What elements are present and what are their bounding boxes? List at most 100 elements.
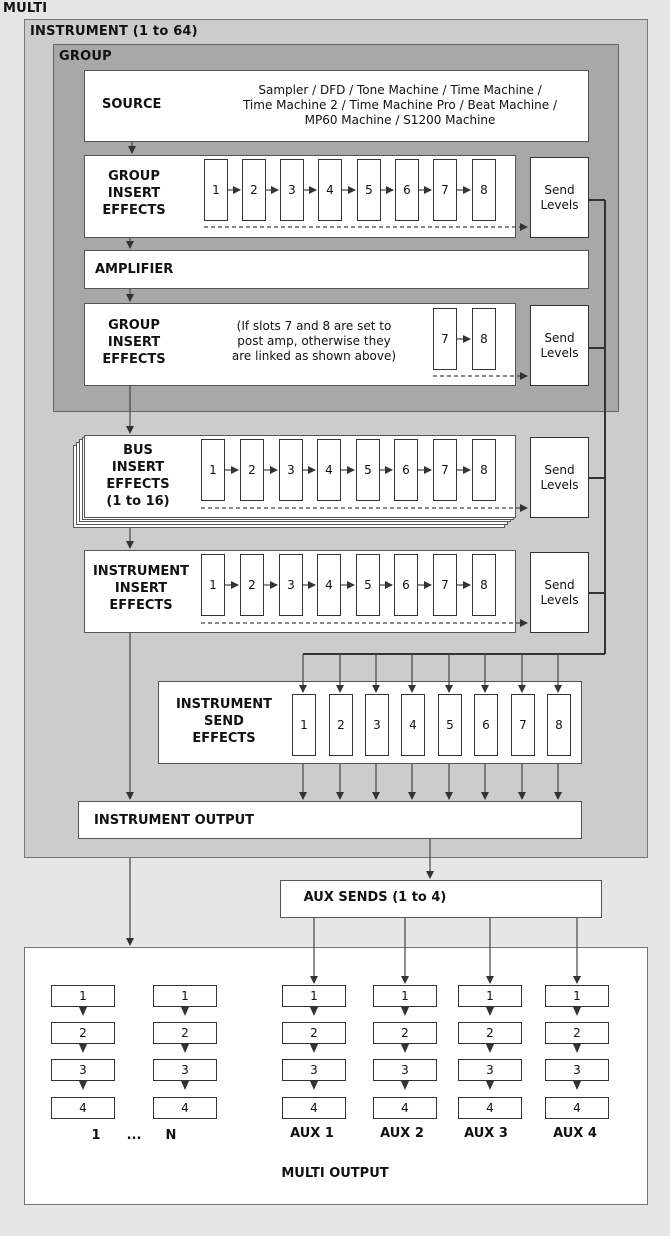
send-effect-slot: 4 (401, 694, 425, 756)
effect-slot: 4 (317, 439, 341, 501)
effect-slot: 1 (201, 554, 225, 616)
effect-slot: 2 (240, 439, 264, 501)
output-step: 3 (458, 1059, 522, 1081)
label-line: EFFECTS (102, 203, 166, 218)
note-line: are linked as shown above) (231, 349, 397, 363)
label-line: INSTRUMENT (175, 697, 273, 712)
effect-slot: 4 (317, 554, 341, 616)
multi-title: MULTI (3, 1, 48, 16)
amplifier-label: AMPLIFIER (95, 262, 174, 277)
send-levels-line: Send (544, 462, 575, 477)
output-step: 3 (282, 1059, 346, 1081)
output-step: 2 (153, 1022, 217, 1044)
label-line: (1 to 16) (106, 494, 170, 509)
output-column-label: N (165, 1128, 177, 1143)
output-step: 2 (282, 1022, 346, 1044)
effect-slot: 1 (201, 439, 225, 501)
send-levels-line: Levels (540, 477, 579, 492)
output-ellipsis: ... (126, 1128, 142, 1143)
effect-slot: 5 (356, 554, 380, 616)
send-effect-slot: 7 (511, 694, 535, 756)
group-insert-effects-label: GROUP INSERT EFFECTS (88, 168, 180, 219)
label-line: EFFECTS (109, 598, 173, 613)
label-line: INSERT (107, 186, 161, 201)
output-step: 1 (51, 985, 115, 1007)
send-levels-line: Send (544, 577, 575, 592)
source-label: SOURCE (102, 97, 162, 112)
effect-slot: 8 (472, 554, 496, 616)
effect-slot: 6 (394, 439, 418, 501)
label-line: GROUP (108, 169, 160, 184)
output-column-label: 1 (91, 1128, 101, 1143)
output-step: 1 (545, 985, 609, 1007)
effect-slot: 2 (242, 159, 266, 221)
send-levels-line: Levels (540, 197, 579, 212)
source-box (84, 70, 589, 142)
output-step: 4 (458, 1097, 522, 1119)
effect-slot: 3 (280, 159, 304, 221)
send-effect-slot: 1 (292, 694, 316, 756)
source-types-line: MP60 Machine / S1200 Machine (304, 113, 496, 127)
label-line: INSERT (111, 460, 165, 475)
label-line: EFFECTS (102, 352, 166, 367)
effect-slot: 4 (318, 159, 342, 221)
note-line: post amp, otherwise they (237, 334, 391, 348)
effect-slot: 3 (279, 554, 303, 616)
send-effect-slot: 3 (365, 694, 389, 756)
output-step: 1 (282, 985, 346, 1007)
output-step: 4 (51, 1097, 115, 1119)
source-types-line: Sampler / DFD / Tone Machine / Time Mach… (258, 83, 542, 97)
label-line: GROUP (108, 318, 160, 333)
group-title: GROUP (59, 49, 112, 64)
instrument-output-label: INSTRUMENT OUTPUT (94, 813, 255, 828)
effect-slot: 7 (433, 439, 457, 501)
effect-slot: 3 (279, 439, 303, 501)
output-column-label: AUX 1 (290, 1126, 334, 1141)
output-step: 1 (458, 985, 522, 1007)
instrument-title: INSTRUMENT (1 to 64) (30, 24, 198, 39)
label-line: INSTRUMENT (92, 564, 190, 579)
output-step: 2 (51, 1022, 115, 1044)
send-levels-line: Levels (540, 345, 579, 360)
effect-slot: 5 (357, 159, 381, 221)
output-step: 2 (458, 1022, 522, 1044)
send-effect-slot: 8 (547, 694, 571, 756)
label-line: EFFECTS (192, 731, 256, 746)
instrument-insert-effects-label: INSTRUMENT INSERT EFFECTS (86, 563, 196, 614)
effect-slot: 6 (394, 554, 418, 616)
send-effect-slot: 5 (438, 694, 462, 756)
effect-slot: 7 (433, 554, 457, 616)
output-step: 4 (282, 1097, 346, 1119)
bus-insert-effects-label: BUS INSERT EFFECTS (1 to 16) (88, 442, 188, 510)
output-column-label: AUX 3 (464, 1126, 508, 1141)
note-line: (If slots 7 and 8 are set to (236, 319, 392, 333)
output-step: 4 (153, 1097, 217, 1119)
output-step: 2 (373, 1022, 437, 1044)
label-line: SEND (204, 714, 244, 729)
post-amp-note: (If slots 7 and 8 are set to post amp, o… (214, 319, 414, 364)
output-step: 2 (545, 1022, 609, 1044)
output-step: 4 (373, 1097, 437, 1119)
output-column-label: AUX 4 (553, 1126, 597, 1141)
effect-slot: 7 (433, 308, 457, 370)
effect-slot: 6 (395, 159, 419, 221)
output-step: 1 (373, 985, 437, 1007)
effect-slot: 8 (472, 308, 496, 370)
instrument-output-box (78, 801, 582, 839)
amplifier-box (84, 250, 589, 289)
effect-slot: 2 (240, 554, 264, 616)
send-levels-line: Send (544, 330, 575, 345)
instrument-send-effects-label: INSTRUMENT SEND EFFECTS (162, 696, 286, 747)
group-insert-effects-post-label: GROUP INSERT EFFECTS (88, 317, 180, 368)
source-types-line: Time Machine 2 / Time Machine Pro / Beat… (242, 98, 558, 112)
send-levels-line: Send (544, 182, 575, 197)
label-line: BUS (123, 443, 153, 458)
effect-slot: 1 (204, 159, 228, 221)
effect-slot: 7 (433, 159, 457, 221)
multi-output-label: MULTI OUTPUT (281, 1166, 389, 1181)
label-line: INSERT (114, 581, 168, 596)
